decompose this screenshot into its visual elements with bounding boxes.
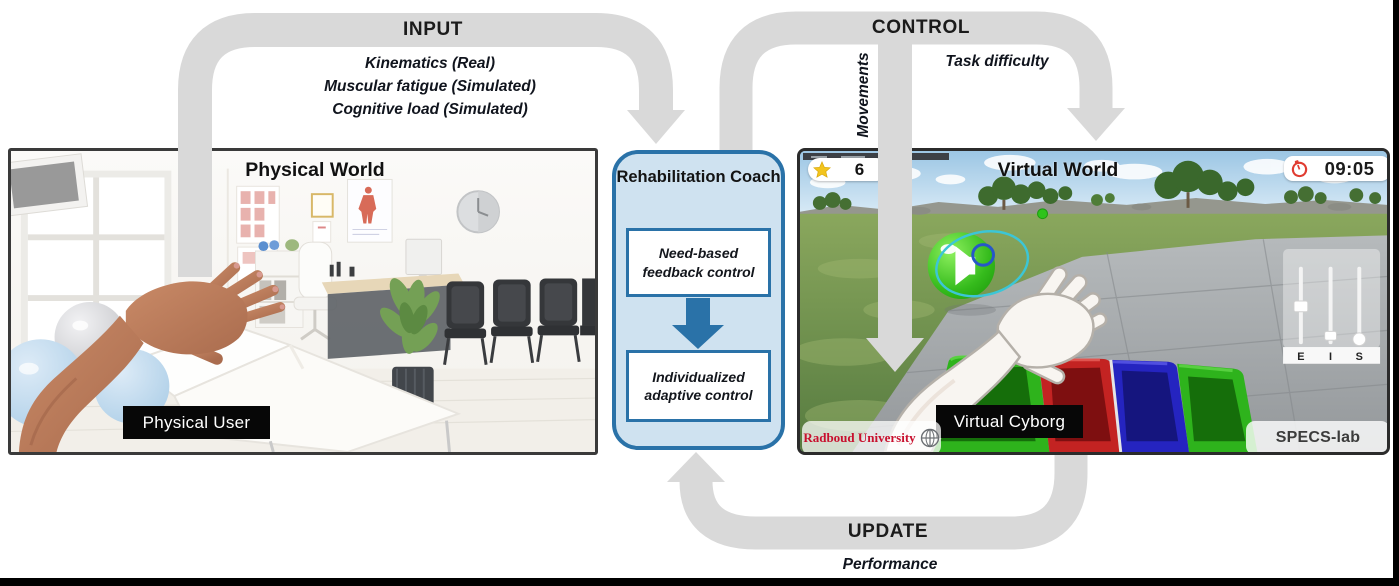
input-sublabels: Kinematics (Real) Muscular fatigue (Simu… (324, 52, 536, 121)
physical-world-title: Physical World (245, 159, 385, 181)
virtual-world-title: Virtual World (997, 159, 1119, 181)
physical-world-panel: Physical World Physical User (8, 148, 598, 455)
slider-i-handle (1324, 330, 1338, 341)
radboud-logo: Radboud University (802, 421, 941, 452)
control-arrowhead (1067, 108, 1125, 141)
trees (812, 160, 1382, 215)
coach-title: Rehabilitation Coach (616, 168, 781, 186)
control-title: CONTROL (871, 17, 971, 38)
anatomy-poster (347, 178, 393, 243)
update-title: UPDATE (847, 521, 929, 542)
sliders-panel: E I S (1283, 249, 1381, 364)
interactive-ball (927, 230, 1030, 300)
virtual-world-panel: E I S 6 Virtual World 09:05 (797, 148, 1390, 455)
radboud-seal-icon (920, 428, 939, 448)
timer-pill: 09:05 (1284, 156, 1387, 181)
input-title: INPUT (403, 19, 463, 40)
input-arrowhead (627, 110, 685, 144)
task-difficulty-label: Task difficulty (945, 53, 1049, 70)
physical-world-scene (11, 151, 595, 452)
target-circle (971, 243, 996, 267)
physical-arm (18, 262, 286, 452)
rehabilitation-coach-box: Rehabilitation Coach Need-based feedback… (612, 150, 785, 450)
virtual-world-scene: E I S (800, 151, 1387, 452)
speaker-icon (955, 246, 976, 286)
frame-edge-bottom (0, 578, 1399, 586)
slider-e-label: E (1297, 351, 1304, 363)
star-icon (813, 160, 831, 178)
individualized-adaptive-module: Individualized adaptive control (626, 350, 771, 422)
slider-e-handle (1293, 300, 1309, 313)
distant-green-ball (1037, 208, 1048, 220)
score-value: 6 (854, 159, 865, 179)
update-arrowhead (667, 452, 725, 482)
stopwatch-icon (1291, 160, 1308, 178)
picture-frame (11, 153, 89, 217)
frame-edge-right (1393, 0, 1399, 586)
virtual-cyborg-label: Virtual Cyborg (936, 405, 1083, 438)
slider-s-label: S (1356, 351, 1363, 363)
ball-shadow (944, 303, 996, 316)
performance-label: Performance (842, 556, 938, 573)
slider-s-handle (1352, 332, 1367, 347)
need-based-feedback-module: Need-based feedback control (626, 228, 771, 297)
waiting-chairs (443, 278, 595, 365)
wall-clock-icon (456, 190, 500, 234)
physical-user-label: Physical User (123, 406, 270, 439)
slider-i-label: I (1329, 351, 1332, 363)
input-line-cognitive: Cognitive load (Simulated) (332, 101, 528, 118)
input-line-kinematics: Kinematics (Real) (364, 55, 496, 72)
input-line-fatigue: Muscular fatigue (Simulated) (324, 78, 536, 95)
specs-lab-logo: SPECS-lab (1246, 421, 1387, 452)
selection-ring (935, 230, 1030, 298)
movements-label: Movements (855, 52, 872, 138)
timer-value: 09:05 (1324, 157, 1375, 179)
radboud-wordmark: Radboud University (803, 430, 916, 445)
control-arrow-path (719, 11, 1113, 152)
score-pill: 6 (808, 158, 888, 181)
coach-internal-arrow (672, 298, 724, 349)
